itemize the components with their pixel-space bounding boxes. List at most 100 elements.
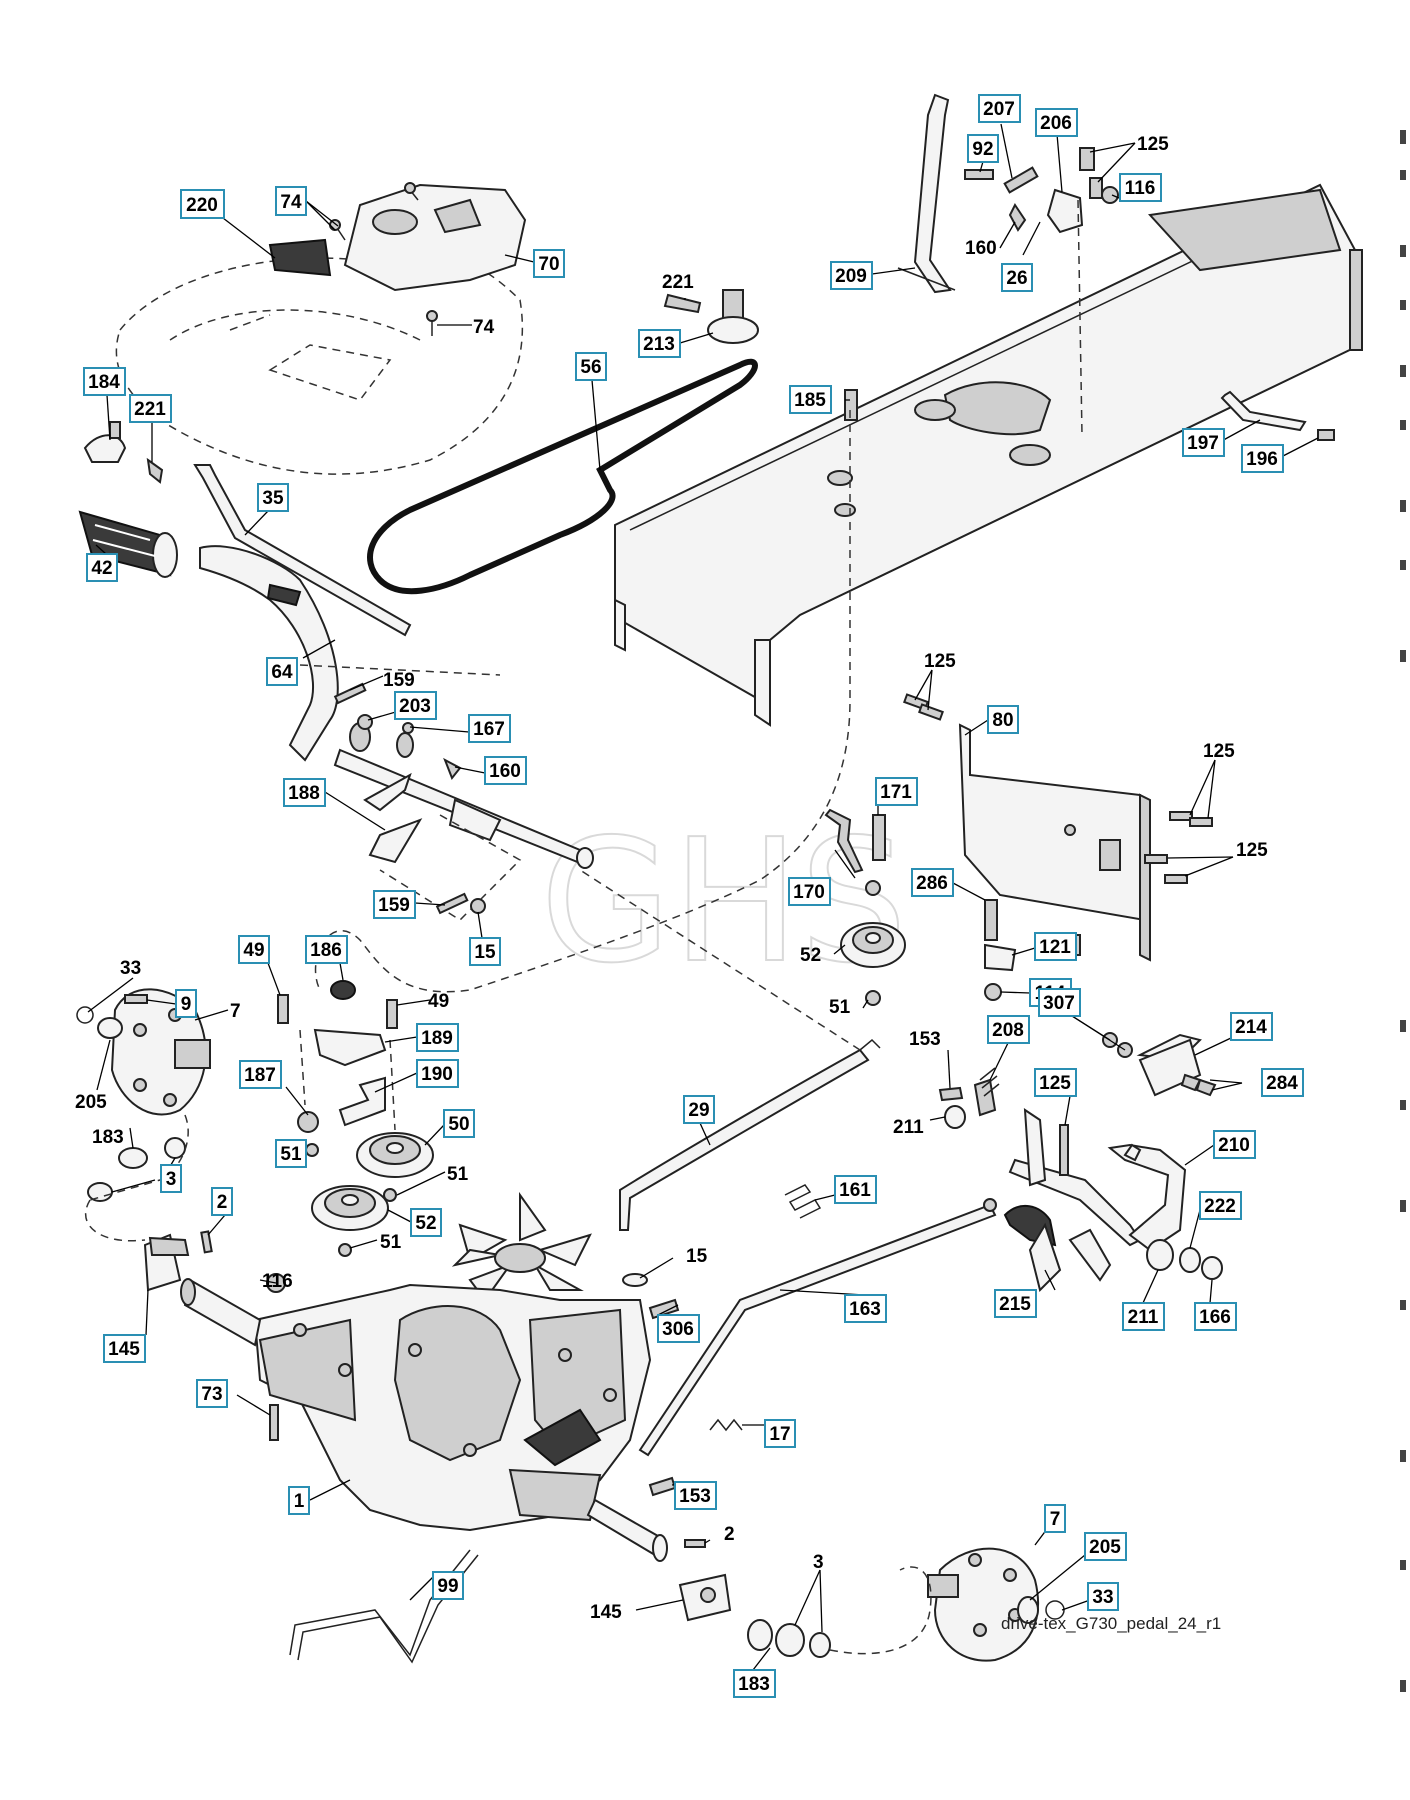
svg-text:187: 187	[244, 1065, 276, 1086]
callout-171: 171	[875, 777, 918, 806]
callout-186: 186	[305, 935, 348, 964]
svg-text:183: 183	[92, 1127, 124, 1148]
svg-text:99: 99	[437, 1576, 458, 1597]
callout-189: 189	[416, 1023, 459, 1052]
callout-207: 207	[978, 94, 1021, 123]
callout-52-lower: 52	[410, 1208, 442, 1237]
svg-text:286: 286	[916, 873, 948, 894]
callout-7-right: 7	[1044, 1504, 1066, 1533]
svg-text:51: 51	[829, 997, 851, 1018]
callout-163: 163	[844, 1294, 887, 1323]
callout-125-pedal: 125	[1034, 1068, 1077, 1097]
svg-text:33: 33	[1092, 1587, 1113, 1608]
callout-80: 80	[987, 705, 1019, 734]
svg-text:215: 215	[999, 1294, 1031, 1315]
knob-213	[663, 289, 759, 344]
svg-text:3: 3	[813, 1552, 824, 1573]
callout-51-left: 51	[275, 1139, 307, 1168]
callout-116-bottom: 116	[262, 1271, 293, 1292]
bolt-185	[844, 389, 858, 421]
callout-159-top: 159	[383, 670, 415, 691]
callout-221-right: 221	[662, 272, 694, 293]
transaxle-1	[253, 1283, 652, 1532]
knob-184	[83, 434, 127, 463]
knob-184-stem	[109, 421, 121, 439]
callout-160-top: 160	[965, 238, 997, 259]
callout-307: 307	[1038, 988, 1081, 1017]
svg-text:160: 160	[489, 761, 521, 782]
callout-2-left: 2	[211, 1187, 233, 1216]
callout-1: 1	[288, 1486, 310, 1515]
rod-99	[289, 1549, 471, 1657]
callout-215: 215	[994, 1289, 1037, 1318]
svg-text:196: 196	[1246, 449, 1278, 470]
svg-text:170: 170	[793, 882, 825, 903]
watermark: GHS	[540, 803, 907, 1001]
callout-208: 208	[987, 1015, 1030, 1044]
svg-text:125: 125	[1137, 134, 1169, 155]
svg-text:29: 29	[688, 1100, 709, 1121]
svg-text:80: 80	[992, 710, 1013, 731]
svg-text:92: 92	[972, 139, 993, 160]
svg-text:26: 26	[1006, 268, 1027, 289]
svg-text:205: 205	[75, 1092, 107, 1113]
callout-125-bracket-b: 125	[1203, 741, 1235, 762]
diagram-caption: drive-tex_G730_pedal_24_r1	[1001, 1614, 1221, 1633]
callout-2-right: 2	[724, 1524, 735, 1545]
svg-text:50: 50	[448, 1114, 469, 1135]
callout-153-top: 153	[909, 1029, 941, 1050]
callout-185: 185	[789, 385, 832, 414]
svg-text:153: 153	[679, 1486, 711, 1507]
svg-text:214: 214	[1235, 1017, 1267, 1038]
svg-text:7: 7	[230, 1001, 241, 1022]
pin-2-left	[200, 1230, 213, 1254]
svg-text:171: 171	[880, 782, 912, 803]
belt-route	[314, 410, 851, 993]
callout-160-mid: 160	[484, 756, 527, 785]
svg-text:203: 203	[399, 696, 431, 717]
callout-205-left: 205	[75, 1092, 107, 1113]
hub-7-right	[747, 1547, 1065, 1662]
lever-209-base	[897, 267, 956, 291]
svg-text:205: 205	[1089, 1537, 1121, 1558]
callout-35: 35	[257, 483, 289, 512]
callout-92: 92	[967, 134, 999, 163]
decal-220	[268, 238, 332, 277]
svg-text:184: 184	[88, 372, 120, 393]
frame	[614, 183, 1363, 727]
callout-17: 17	[764, 1419, 796, 1448]
clip-221	[146, 457, 164, 484]
callout-125-bracket-c: 125	[1236, 840, 1268, 861]
svg-text:74: 74	[473, 317, 495, 338]
rod-197	[1220, 390, 1307, 432]
callout-29: 29	[683, 1095, 715, 1124]
svg-text:42: 42	[91, 558, 112, 579]
fender-hood	[115, 249, 524, 475]
svg-text:307: 307	[1043, 993, 1075, 1014]
svg-text:15: 15	[686, 1246, 708, 1267]
pulley-assembly	[277, 980, 434, 1257]
spring-161	[784, 1184, 822, 1219]
svg-text:220: 220	[186, 195, 218, 216]
svg-text:189: 189	[421, 1028, 453, 1049]
svg-text:284: 284	[1266, 1073, 1298, 1094]
svg-text:64: 64	[271, 662, 293, 683]
callout-73: 73	[196, 1379, 228, 1408]
svg-text:211: 211	[893, 1117, 924, 1138]
svg-text:70: 70	[538, 254, 559, 275]
brake-hardware	[964, 147, 1119, 436]
clip-153	[648, 1476, 677, 1497]
callout-74-bottom: 74	[473, 317, 495, 338]
svg-text:197: 197	[1187, 433, 1219, 454]
callout-306: 306	[657, 1314, 700, 1343]
svg-text:125: 125	[924, 651, 956, 672]
callout-220: 220	[180, 189, 225, 219]
callout-26: 26	[1001, 263, 1033, 292]
svg-text:125: 125	[1203, 741, 1235, 762]
svg-text:208: 208	[992, 1020, 1024, 1041]
callout-116-top: 116	[1119, 173, 1162, 202]
callout-56: 56	[575, 352, 607, 381]
svg-text:213: 213	[643, 334, 675, 355]
svg-text:51: 51	[380, 1232, 402, 1253]
svg-text:17: 17	[769, 1424, 790, 1445]
